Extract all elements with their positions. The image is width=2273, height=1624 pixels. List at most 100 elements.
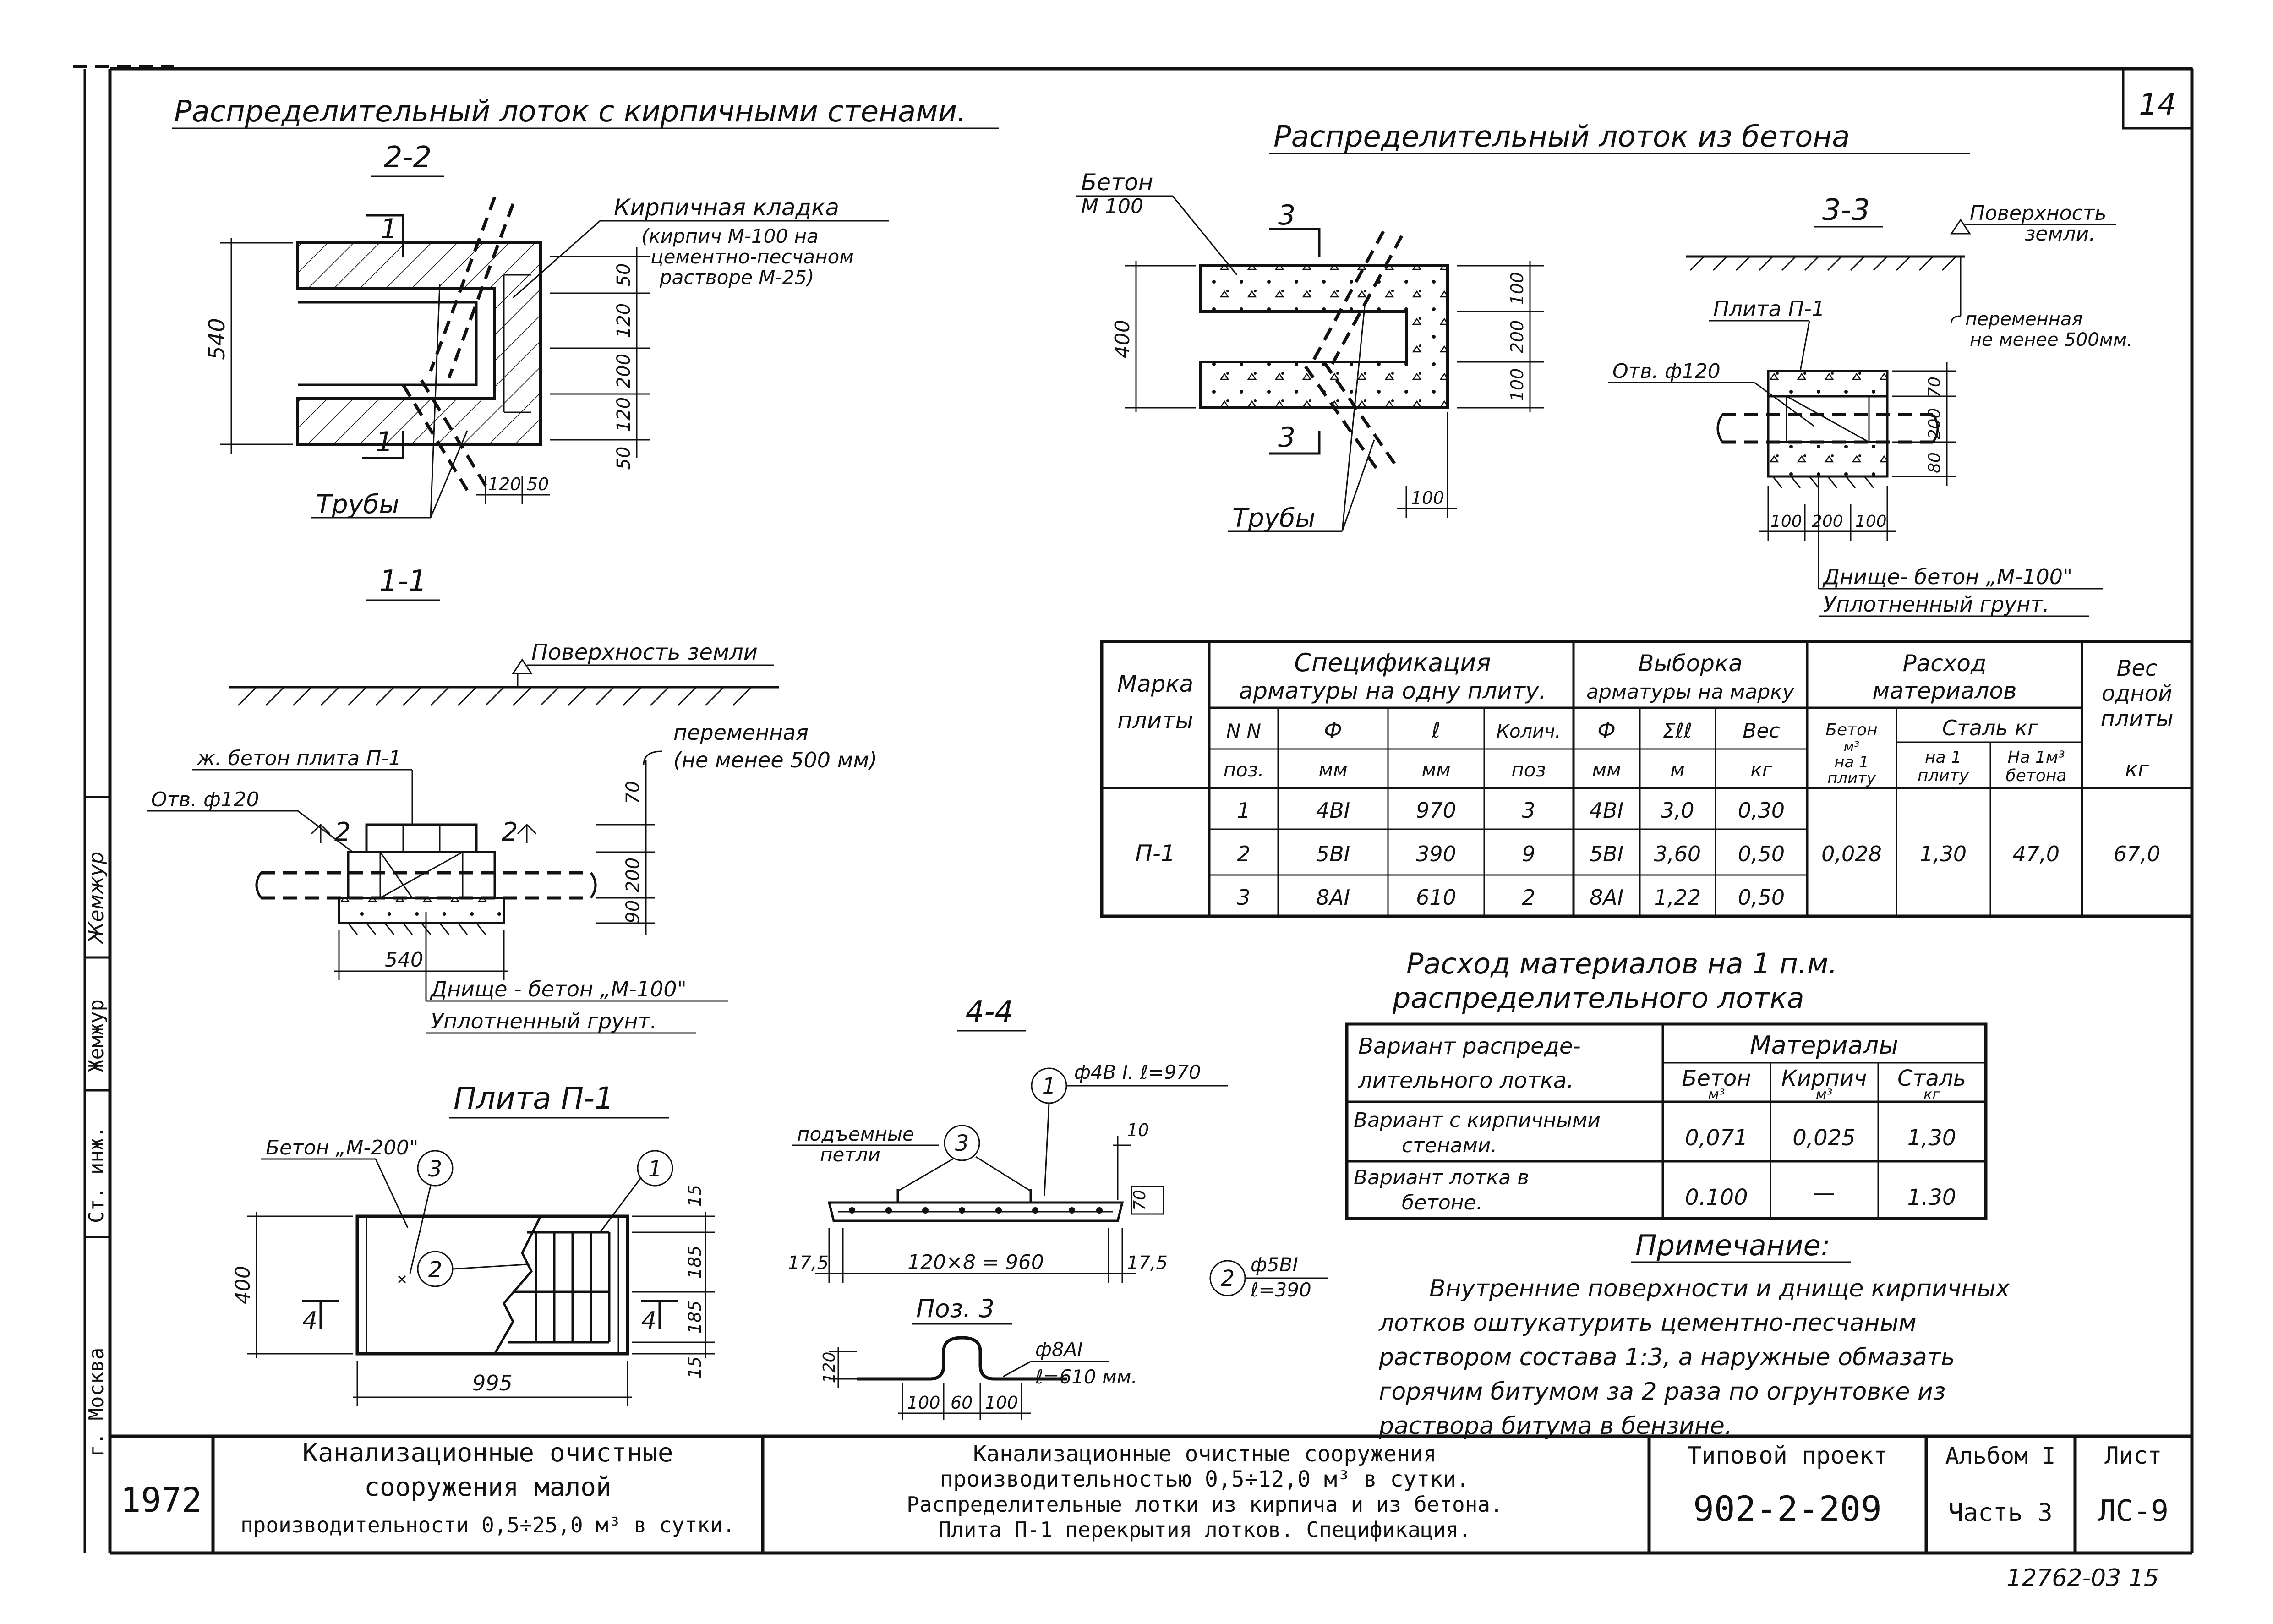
concrete-dim-100-b: 100 — [1507, 368, 1527, 402]
materials-title-1: Расход материалов на 1 п.м. — [1406, 947, 1837, 980]
bottom-number: 12762-03 15 — [2006, 1564, 2159, 1592]
spec-c-concrete-2: м³ — [1844, 739, 1860, 755]
tb-typical-value: 902-2-209 — [1693, 1488, 1882, 1529]
s33-dim-100-b: 100 — [1855, 512, 1887, 531]
materials-r2-concrete: 0.100 — [1685, 1185, 1748, 1210]
materials-h-steel-u: кг — [1923, 1086, 1940, 1103]
brickwork-label: Кирпичная кладка — [614, 194, 839, 221]
spec-c-sum-u: м — [1670, 759, 1685, 781]
spec-r1-dia: 4ВI — [1316, 798, 1350, 823]
s44-lift-label-2: петли — [820, 1143, 880, 1166]
spec-r1-wt: 0,30 — [1738, 798, 1785, 823]
spec-h-spec-1: Спецификация — [1294, 648, 1491, 677]
slab-title: Плита П-1 — [454, 1081, 614, 1116]
strip-role: Ст. инж. — [85, 1126, 108, 1223]
spec-c-concrete-3: на 1 — [1834, 753, 1869, 771]
slab-mark-1: 1 — [648, 1156, 662, 1182]
slab-cut-4-right: 4 — [641, 1307, 656, 1334]
pos3-title: Поз. 3 — [916, 1294, 994, 1323]
spec-h-spec-2: арматуры на одну плиту. — [1239, 678, 1546, 704]
s11-slab-label: ж. бетон плита П-1 — [197, 747, 401, 770]
dim-120-a: 120 — [613, 303, 634, 338]
spec-row-1: 1 4ВI 970 3 4ВI 3,0 0,30 — [1237, 798, 1785, 823]
tb-sheet-label: Лист — [2104, 1442, 2162, 1470]
tb-sheet-value: ЛС-9 — [2098, 1494, 2169, 1528]
spec-r2-sum: 3,60 — [1654, 842, 1701, 866]
section-1-1-label: 1-1 — [379, 564, 427, 598]
s33-variable-note: не менее 500мм. — [1970, 329, 2133, 350]
note-line-3: раствором состава 1:3, а наружные обмаза… — [1378, 1344, 1955, 1371]
note-line-1: Внутренние поверхности и днище кирпичных — [1429, 1275, 2011, 1302]
materials-title-2: распределительного лотка — [1392, 981, 1804, 1015]
dim-w-120: 120 — [488, 474, 521, 494]
pos3-dim-120: 120 — [820, 1352, 839, 1383]
spec-r3-sum: 1,22 — [1654, 885, 1701, 910]
cut-1-top: 1 — [380, 213, 398, 245]
materials-r2-v1: Вариант лотка в — [1354, 1166, 1529, 1189]
brickwork-note-1: (кирпич М-100 на — [641, 225, 819, 247]
s33-section — [1716, 370, 1939, 488]
spec-h-weight-unit: кг — [2125, 757, 2149, 782]
tb-project-2: сооружения малой — [364, 1472, 611, 1502]
s11-variable-label: переменная — [673, 720, 809, 745]
s44-mark-2: 2 — [1221, 1266, 1235, 1291]
tb-typical-label: Типовой проект — [1687, 1442, 1888, 1470]
spec-c-concrete-4: плиту — [1827, 769, 1876, 787]
spec-h-sel-2: арматуры на марку — [1586, 680, 1795, 704]
materials-table — [1345, 1022, 1988, 1220]
spec-h-weight-2: одной — [2102, 681, 2173, 706]
materials-r2-brick: — — [1813, 1180, 1835, 1206]
s33-dim-200: 200 — [1925, 408, 1944, 440]
s44-bar-2-a: ф5ВI — [1251, 1253, 1298, 1276]
materials-h-variant-1: Вариант распреде- — [1358, 1033, 1581, 1059]
materials-r1-brick: 0,025 — [1792, 1125, 1855, 1151]
s33-dim-100-a: 100 — [1770, 512, 1802, 531]
spec-r3-len: 610 — [1416, 885, 1456, 910]
spec-r3-wt: 0,50 — [1738, 885, 1785, 910]
s11-cut-2-left: 2 — [334, 817, 351, 847]
concrete-dim-200: 200 — [1507, 320, 1527, 354]
slab-concrete-label: Бетон „М-200" — [266, 1136, 418, 1159]
cut-1-bottom: 1 — [376, 426, 393, 458]
materials-h-variant-2: лительного лотка. — [1358, 1068, 1574, 1094]
spec-r1-pos: 1 — [1237, 798, 1250, 823]
spec-c-len-u: мм — [1421, 759, 1450, 781]
pos3-dim-100-b: 100 — [985, 1393, 1018, 1413]
spec-c-dia-u: мм — [1318, 759, 1347, 781]
s33-slab-label: Плита П-1 — [1713, 296, 1825, 321]
s44-mark-3: 3 — [955, 1131, 969, 1156]
materials-r1-concrete: 0,071 — [1685, 1125, 1748, 1151]
dim-50-b: 50 — [613, 447, 634, 470]
slab-plan — [302, 1150, 678, 1356]
s44-dim-10: 10 — [1127, 1120, 1149, 1140]
spec-c-wt-u: кг — [1750, 759, 1772, 781]
spec-c-len: ℓ — [1431, 718, 1440, 743]
spec-r3-sdia: 8АI — [1590, 885, 1623, 910]
slab-cut-4-left: 4 — [302, 1307, 317, 1334]
concrete-dim-400: 400 — [1111, 320, 1134, 358]
s44-lift-label-1: подъемные — [797, 1123, 914, 1145]
materials-r1-v2: стенами. — [1402, 1134, 1497, 1157]
spec-c-steel-a2: плиту — [1918, 766, 1969, 785]
spec-steel-per-slab: 1,30 — [1920, 842, 1967, 866]
spec-r2-sdia: 5ВI — [1590, 842, 1623, 866]
strip-signature: Жемжур — [85, 852, 108, 945]
s11-dim-200: 200 — [623, 858, 644, 892]
spec-h-mark-2: плиты — [1117, 707, 1193, 734]
spec-r1-sum: 3,0 — [1661, 798, 1694, 823]
spec-r3-qty: 2 — [1522, 885, 1535, 910]
dim-120-b: 120 — [613, 397, 634, 432]
s33-dim-80: 80 — [1925, 452, 1944, 473]
spec-h-cons-2: материалов — [1872, 678, 2016, 704]
materials-r1-v1: Вариант с кирпичными — [1354, 1109, 1601, 1132]
s44-bar-2-b: ℓ=390 — [1250, 1279, 1311, 1301]
s11-ground-hatch — [237, 686, 752, 706]
materials-h-concrete-u: м³ — [1708, 1086, 1725, 1103]
brick-tray-section-2-2 — [296, 196, 542, 491]
slab-dim-15-b: 15 — [685, 1356, 705, 1378]
s11-cut-2-right: 2 — [502, 817, 518, 847]
brick-pipes-label: Трубы — [316, 490, 399, 519]
s11-dim-90: 90 — [623, 900, 644, 924]
dim-w-50: 50 — [527, 474, 549, 494]
spec-r1-sdia: 4ВI — [1590, 798, 1623, 823]
